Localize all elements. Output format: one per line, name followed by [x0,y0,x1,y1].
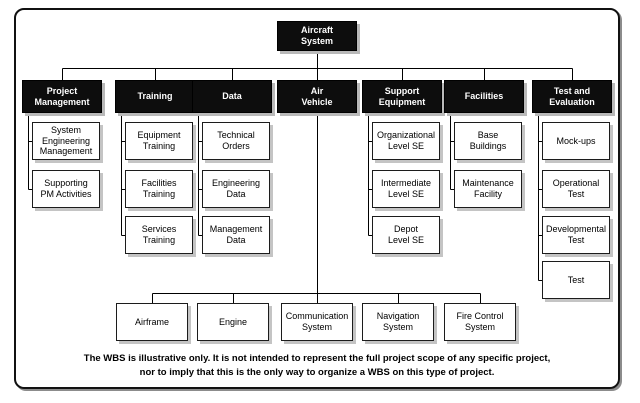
footnote-line-2: nor to imply that this is the only way t… [139,366,495,378]
node-services-training: Services Training [125,216,193,254]
node-facilities: Facilities [444,80,524,113]
node-technical-orders: Technical Orders [202,122,270,160]
node-engineering-data: Engineering Data [202,170,270,208]
node-aircraft-system: Aircraft System [277,21,357,51]
footnote-text: The WBS is illustrative only. It is not … [20,352,614,380]
node-facilities-training: Facilities Training [125,170,193,208]
node-communication-system: Communication System [281,303,353,341]
node-management-data: Management Data [202,216,270,254]
node-test-and-evaluation: Test and Evaluation [532,80,612,113]
node-developmental-test: Developmental Test [542,216,610,254]
diagram-border [14,8,620,389]
node-support-equipment: Support Equipment [362,80,442,113]
node-fire-control-system: Fire Control System [444,303,516,341]
footnote-line-1: The WBS is illustrative only. It is not … [83,353,551,364]
node-equipment-training: Equipment Training [125,122,193,160]
node-organizational-level-se: Organizational Level SE [372,122,440,160]
node-depot-level-se: Depot Level SE [372,216,440,254]
node-base-buildings: Base Buildings [454,122,522,160]
node-mock-ups: Mock-ups [542,122,610,160]
node-project-management: Project Management [22,80,102,113]
node-maintenance-facility: Maintenance Facility [454,170,522,208]
node-operational-test: Operational Test [542,170,610,208]
node-test: Test [542,261,610,299]
node-air-vehicle: Air Vehicle [277,80,357,113]
node-training: Training [115,80,195,113]
node-airframe: Airframe [116,303,188,341]
node-supporting-pm-activities: Supporting PM Activities [32,170,100,208]
node-intermediate-level-se: Intermediate Level SE [372,170,440,208]
node-data: Data [192,80,272,113]
node-navigation-system: Navigation System [362,303,434,341]
node-system-engineering-management: System Engineering Management [32,122,100,160]
node-engine: Engine [197,303,269,341]
